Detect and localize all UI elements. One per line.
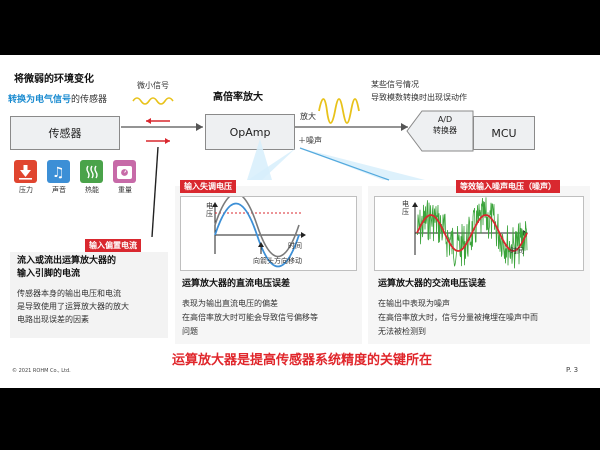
mcu-box: MCU — [473, 116, 535, 150]
dc-error-chart — [180, 192, 357, 271]
sensor-box: 传感器 — [10, 116, 120, 150]
dc-chart-svg — [212, 192, 306, 268]
page-number: P. 3 — [566, 366, 579, 374]
opamp-box: OpAmp — [205, 114, 295, 150]
intro-rest: 的传感器 — [71, 95, 108, 105]
amp-title: 高倍率放大 — [213, 92, 263, 103]
mid-panel-body2: 在高倍率放大时可能会导致信号偏移等 — [182, 313, 318, 322]
signal-waveform — [416, 214, 528, 252]
icon-label-sound: 声音 — [52, 186, 66, 194]
copyright: © 2021 ROHM Co., Ltd. — [12, 368, 71, 374]
signal-flow-arrows — [121, 118, 408, 144]
intro-line1: 将微弱的环境变化 — [14, 74, 94, 85]
noise-label: ＋噪声 — [298, 136, 322, 145]
adc-note-line1: 某些信号情况 — [371, 80, 419, 89]
right-panel-title: 运算放大器的交流电压误差 — [378, 279, 487, 289]
intro-line2: 转换为电气信号的传感器 — [8, 92, 107, 105]
left-panel-body3: 电路出现误差的因素 — [17, 315, 89, 324]
footer-key-message: 运算放大器是提高传感器系统精度的关键所在 — [172, 353, 433, 368]
mid-panel-title: 运算放大器的直流电压误差 — [182, 279, 291, 289]
right-panel-body3: 无法被检测到 — [378, 327, 426, 336]
adc-label-line2: 转换器 — [433, 126, 457, 135]
amp-out-label: 放大 — [300, 112, 316, 121]
icon-label-pressure: 压力 — [19, 186, 33, 194]
weak-signal-wave — [132, 97, 174, 105]
pointer-lines — [151, 139, 425, 238]
left-panel-title2: 输入引脚的电流 — [17, 269, 81, 279]
adc-label-line1: A/D — [437, 115, 453, 124]
bias-current-panel — [10, 252, 168, 338]
slide: 将微弱的环境变化 转换为电气信号的传感器 传感器 微小信号 高倍率放大 OpAm… — [0, 55, 600, 388]
weak-signal-label: 微小信号 — [137, 81, 169, 90]
dc-chart-xlabel: 时间 — [288, 242, 302, 250]
ac-error-chart — [374, 196, 584, 271]
ac-chart-xlabel: 时间 — [510, 247, 524, 255]
left-panel-body1: 传感器本身的输出电压和电流 — [17, 289, 121, 298]
noise-voltage-tag: 等效输入噪声电压（噪声） — [456, 180, 560, 193]
ac-chart-ylabel: 电压 — [402, 200, 409, 216]
right-panel-body1: 在输出中表现为噪声 — [378, 299, 450, 308]
ac-chart-svg — [412, 197, 528, 269]
pressure-icon — [14, 160, 37, 183]
left-panel-title1: 流入或流出运算放大器的 — [17, 256, 117, 266]
intro-highlight: 转换为电气信号 — [8, 95, 72, 105]
amplified-signal-wave — [318, 98, 360, 124]
dc-chart-annotation: 向箭头方向移动 — [253, 257, 302, 265]
adc-label: A/D 转换器 — [422, 114, 468, 136]
svg-text:♫: ♫ — [52, 165, 65, 181]
mid-panel-body1: 表现为输出直流电压的偏差 — [182, 299, 278, 308]
adc-note-line2: 导致模数转换时出现误动作 — [371, 93, 467, 102]
bottom-letterbox — [0, 388, 600, 450]
music-note-icon: ♫ — [47, 160, 70, 183]
mid-panel-body3: 问题 — [182, 327, 198, 336]
right-panel-body2: 在高倍率放大时，信号分量被掩埋在噪声中而 — [378, 313, 538, 322]
heat-icon — [80, 160, 103, 183]
offset-voltage-tag: 输入失调电压 — [180, 180, 236, 193]
top-letterbox — [0, 0, 600, 55]
icon-label-heat: 热能 — [85, 186, 99, 194]
bias-current-tag: 输入偏置电流 — [85, 239, 141, 252]
scale-icon — [113, 160, 136, 183]
dc-chart-ylabel: 电压 — [206, 202, 213, 218]
left-panel-body2: 是导致使用了运算放大器的放大 — [17, 302, 129, 311]
icon-label-weight: 重量 — [118, 186, 132, 194]
